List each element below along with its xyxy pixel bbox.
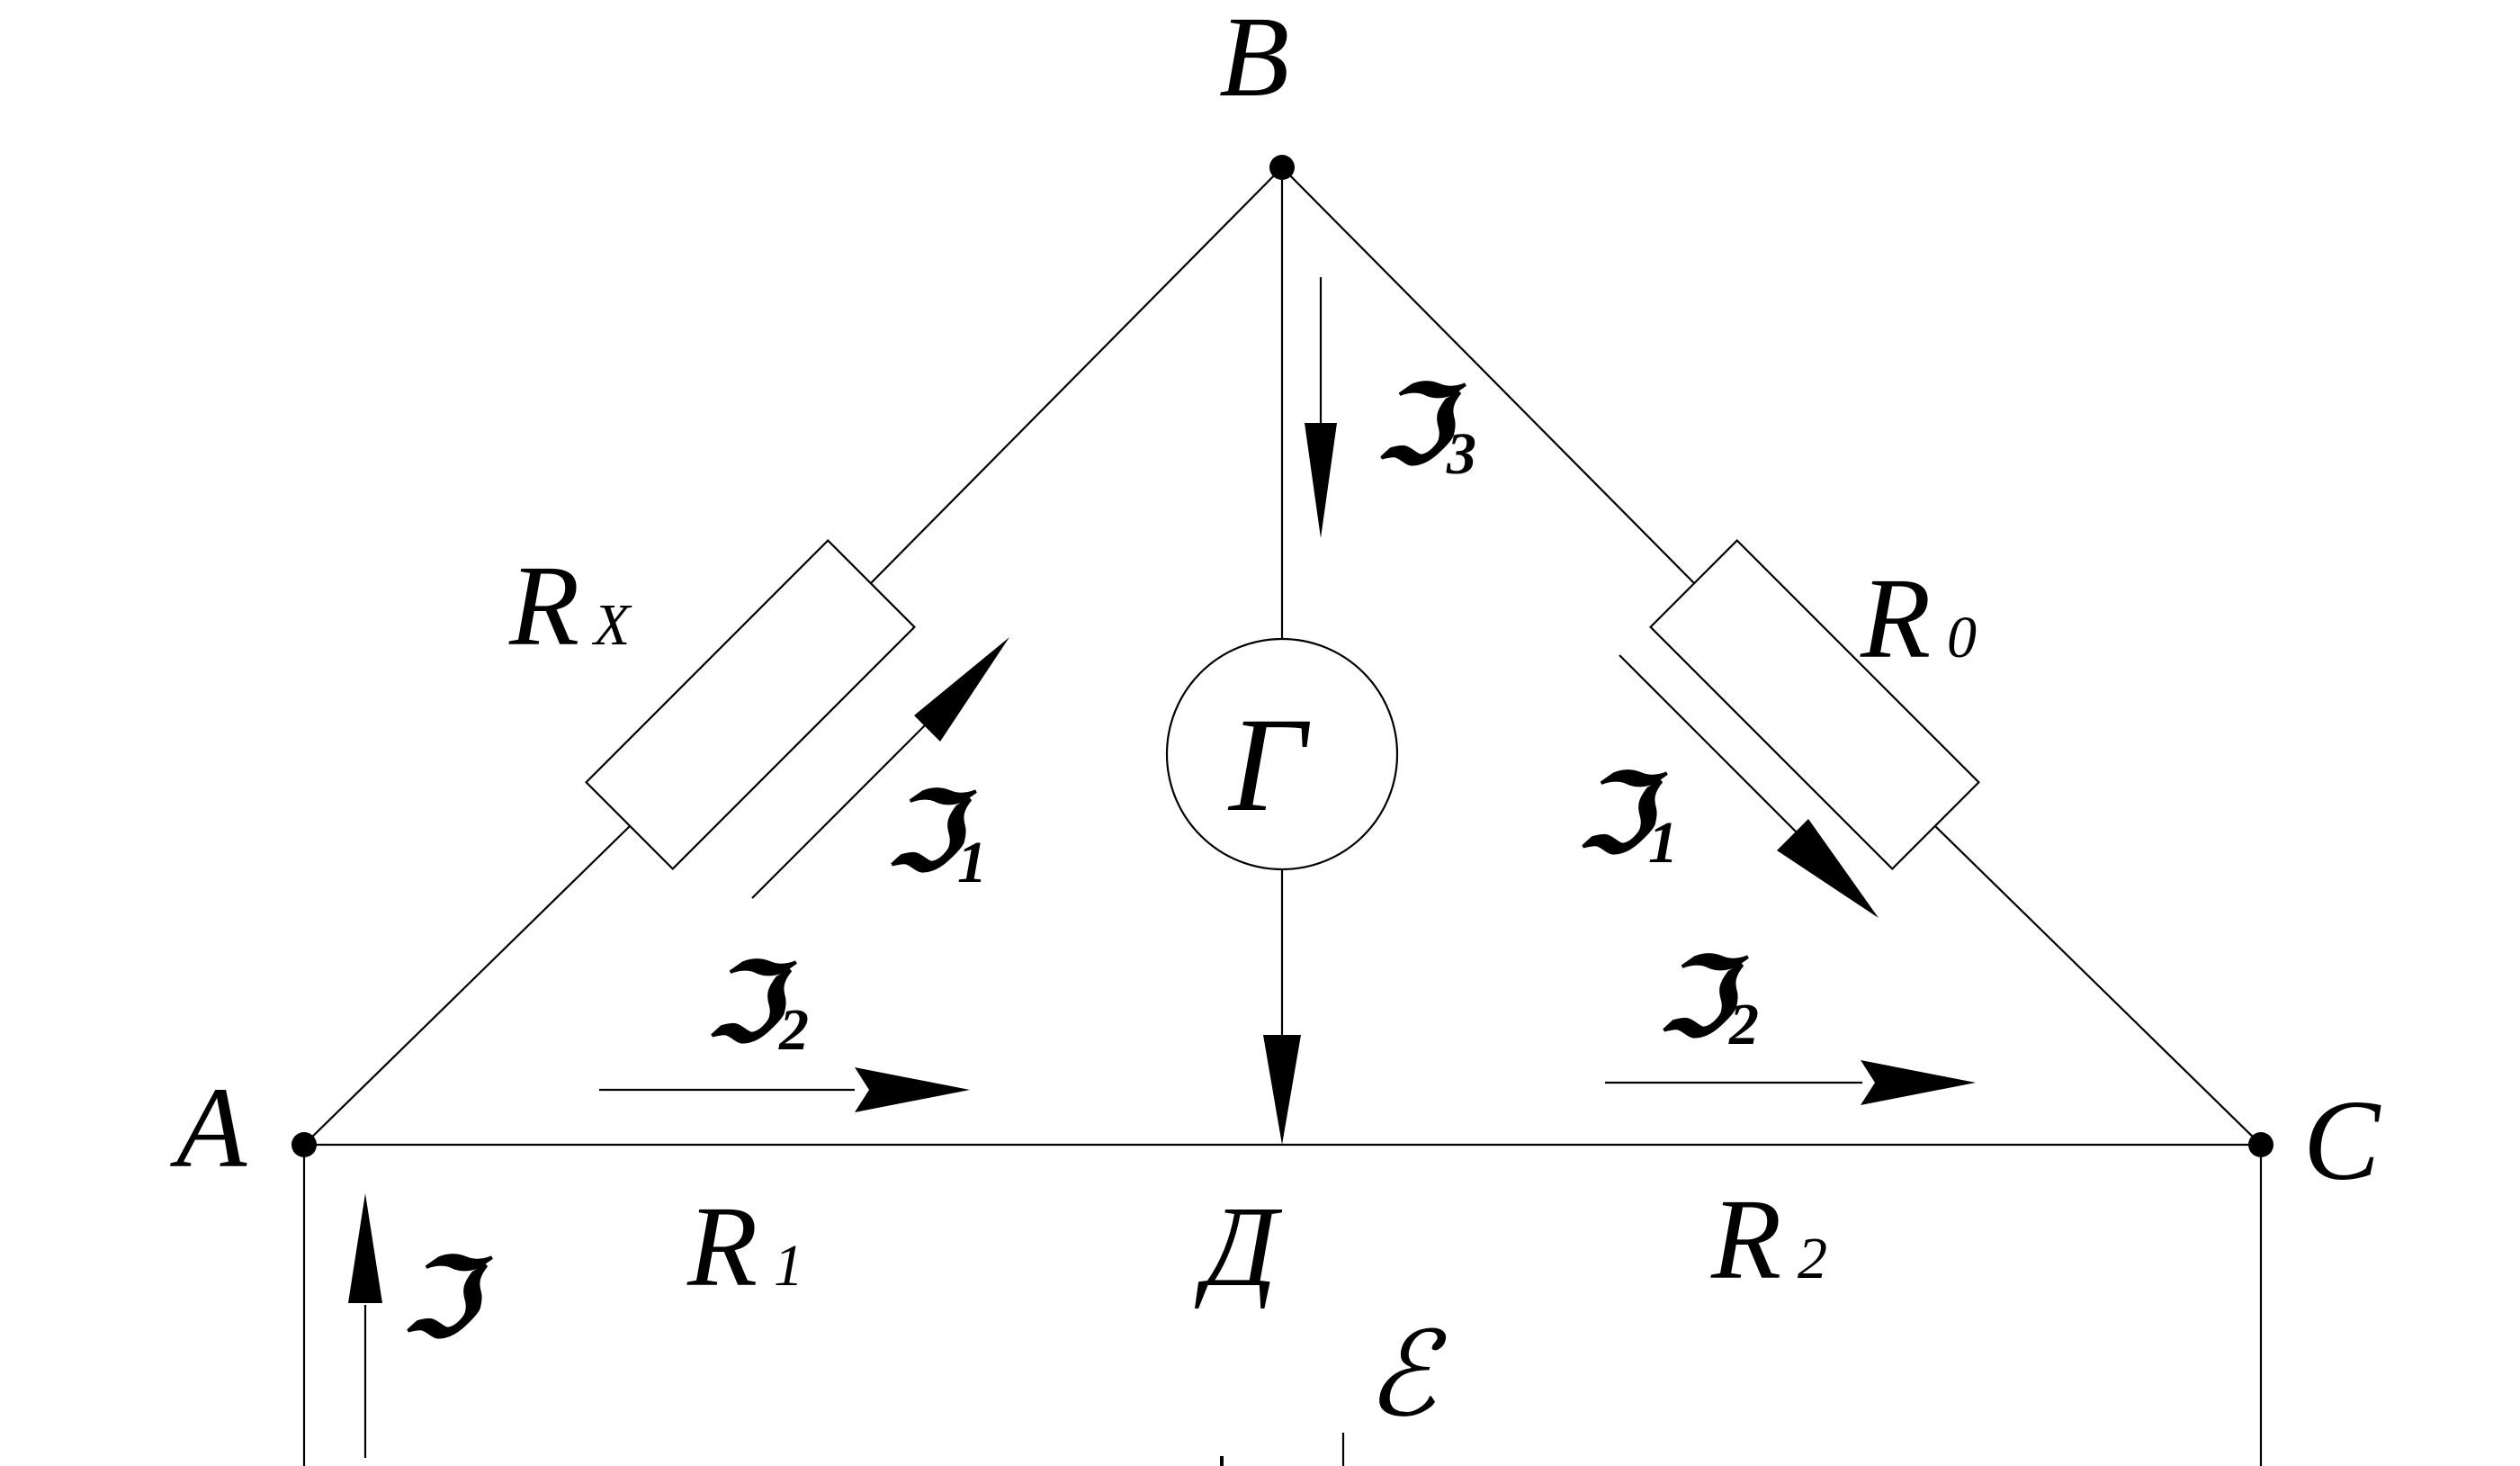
node-c-label: C [2303, 1076, 2381, 1204]
current-i3-sub: 3 [1446, 421, 1476, 487]
resistor-r1-label: R [686, 1183, 758, 1310]
arrow-i1-right [1619, 654, 1879, 918]
current-i1-right-sub: 1 [1648, 810, 1678, 876]
arrow-i3 [1305, 277, 1337, 538]
resistor-rx-label: R [508, 542, 579, 670]
wires [302, 166, 2263, 1466]
resistor-r0-label: R [1860, 554, 1931, 682]
node-c-dot [2248, 1132, 2273, 1157]
node-a-dot [291, 1132, 317, 1157]
node-b-dot [1269, 155, 1295, 180]
resistor-r2-label: R [1710, 1175, 1781, 1303]
arrow-i2-right [1605, 1060, 1976, 1105]
wire-b-r0 [1281, 166, 1695, 584]
current-i-label: ℑ [401, 1239, 493, 1359]
current-i1-left-sub: 1 [957, 830, 987, 895]
node-d-label: Д [1195, 1183, 1283, 1310]
arrow-i1-left [751, 637, 1009, 899]
resistor-r0-sub: 0 [1947, 605, 1977, 670]
galvanometer-circle [1165, 637, 1399, 871]
emf-label: ℰ [1366, 1311, 1447, 1441]
resistor-r1-sub: 1 [774, 1233, 803, 1299]
resistor-r0-body [1649, 539, 1980, 870]
arrow-i2-left [599, 1067, 970, 1112]
wire-a-rx [303, 825, 631, 1146]
current-i2-left-sub: 2 [778, 997, 809, 1063]
node-a-label: A [170, 1064, 247, 1192]
resistor-rx-sub: X [591, 592, 632, 658]
resistor-rx-body [585, 539, 916, 870]
wire-r0-c [1934, 825, 2262, 1146]
galvanometer-label: Г [1227, 690, 1311, 840]
arrow-i [348, 1193, 382, 1458]
arrow-d [1263, 1035, 1301, 1145]
resistor-r2-sub: 2 [1798, 1226, 1827, 1291]
current-i2-right-sub: 2 [1728, 992, 1759, 1057]
wire-rx-b [870, 166, 1283, 584]
node-b-label: B [1219, 0, 1289, 121]
